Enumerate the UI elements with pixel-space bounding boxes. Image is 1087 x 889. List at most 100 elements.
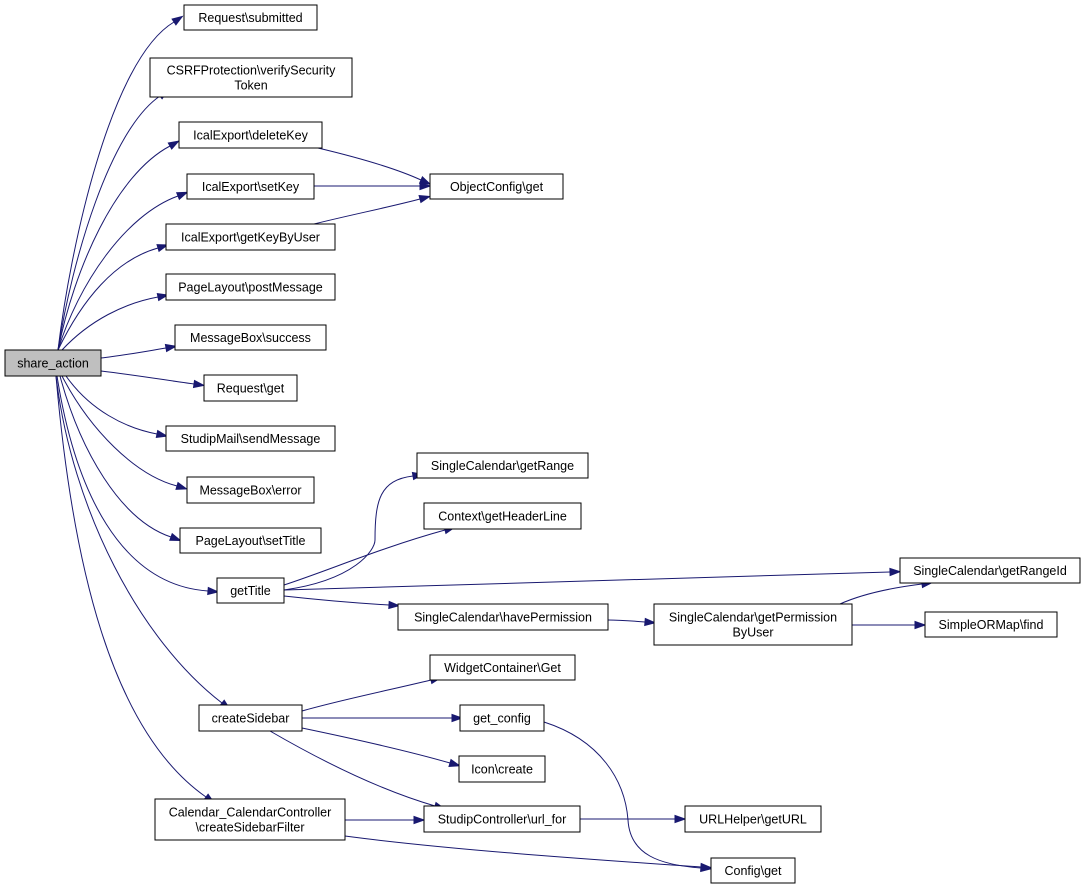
edge-share_action-to-gettitle xyxy=(56,375,220,596)
edge-line xyxy=(301,679,432,712)
edge-arrowhead xyxy=(700,862,713,872)
node-label: SingleCalendar\havePermission xyxy=(414,611,592,625)
node-label: ByUser xyxy=(733,626,774,640)
node-box xyxy=(429,173,564,200)
node-box xyxy=(154,798,346,841)
node-icon-create[interactable]: Icon\create xyxy=(458,755,546,783)
node-cal-filter[interactable]: Calendar_CalendarController\createSideba… xyxy=(154,798,346,841)
node-label: SingleCalendar\getRange xyxy=(431,459,574,473)
edge-arrowhead xyxy=(156,293,170,302)
node-label: Calendar_CalendarController xyxy=(169,806,332,820)
edge-sc_getperm-to-orm_find xyxy=(852,620,927,630)
edge-arrowhead xyxy=(169,532,182,542)
node-wc-get[interactable]: WidgetContainer\Get xyxy=(429,654,576,681)
edge-line xyxy=(59,375,172,538)
node-ical-getkey[interactable]: IcalExport\getKeyByUser xyxy=(165,223,336,251)
node-sc-haveperm[interactable]: SingleCalendar\havePermission xyxy=(397,603,609,631)
node-sc-urlfor[interactable]: StudipController\url_for xyxy=(423,805,581,833)
edge-gettitle-to-sc_haveperm xyxy=(283,595,401,610)
node-label: getTitle xyxy=(230,584,271,598)
node-box xyxy=(684,805,822,833)
edge-arrowhead xyxy=(171,15,184,26)
node-sc-rangeid[interactable]: SingleCalendar\getRangeId xyxy=(899,557,1081,584)
edge-createsidebar-to-sc_urlfor xyxy=(269,730,447,810)
node-label: Request\get xyxy=(217,382,285,396)
node-get-config[interactable]: get_config xyxy=(459,704,545,732)
node-box xyxy=(416,452,589,479)
edge-arrowhead xyxy=(889,567,902,577)
node-label: PageLayout\postMessage xyxy=(178,281,323,295)
edge-line xyxy=(283,595,390,606)
node-ical-set[interactable]: IcalExport\setKey xyxy=(186,173,315,200)
edge-line xyxy=(57,247,159,351)
node-ical-delete[interactable]: IcalExport\deleteKey xyxy=(178,121,323,149)
node-box xyxy=(149,57,353,98)
edge-line xyxy=(61,296,159,351)
node-mb-success[interactable]: MessageBox\success xyxy=(174,324,327,351)
node-box xyxy=(423,502,582,530)
edge-arrowhead xyxy=(192,379,206,389)
edge-ical_set-to-objcfg_get xyxy=(314,181,432,191)
edge-gettitle-to-sc_rangeid xyxy=(283,567,902,591)
node-box xyxy=(899,557,1081,584)
edge-line xyxy=(65,375,158,435)
node-ctx-header[interactable]: Context\getHeaderLine xyxy=(423,502,582,530)
edge-share_action-to-stud_mail xyxy=(65,375,169,438)
node-box xyxy=(4,349,102,377)
edge-share_action-to-req_submitted xyxy=(57,15,184,351)
node-label: ObjectConfig\get xyxy=(450,180,544,194)
edge-sc_urlfor-to-url_geturl xyxy=(580,814,687,824)
edge-cal_filter-to-config_get xyxy=(344,835,713,872)
edge-arrowhead xyxy=(413,815,426,825)
edge-line xyxy=(100,370,195,385)
node-box xyxy=(165,425,336,452)
node-label: PageLayout\setTitle xyxy=(195,534,305,548)
edge-createsidebar-to-get_config xyxy=(302,713,464,723)
edge-share_action-to-pl_post xyxy=(61,293,170,351)
node-gettitle[interactable]: getTitle xyxy=(216,577,285,604)
node-req-submitted[interactable]: Request\submitted xyxy=(183,4,318,31)
node-config-get[interactable]: Config\get xyxy=(710,857,796,884)
edge-arrowhead xyxy=(418,175,432,185)
node-req-get[interactable]: Request\get xyxy=(203,374,298,402)
node-sc-range[interactable]: SingleCalendar\getRange xyxy=(416,452,589,479)
node-pl-settitle[interactable]: PageLayout\setTitle xyxy=(179,527,322,554)
node-orm-find[interactable]: SimpleORMap\find xyxy=(924,611,1058,638)
node-objcfg-get[interactable]: ObjectConfig\get xyxy=(429,173,564,200)
node-layer: share_action Request\submittedCSRFProtect… xyxy=(4,4,1081,884)
edge-arrowhead xyxy=(167,140,181,150)
node-mb-error[interactable]: MessageBox\error xyxy=(186,476,315,504)
node-label: MessageBox\error xyxy=(199,484,301,498)
node-share-action[interactable]: share_action xyxy=(4,349,102,377)
edge-line xyxy=(55,375,223,704)
node-label: IcalExport\deleteKey xyxy=(193,129,308,143)
node-label: MessageBox\success xyxy=(190,331,311,345)
node-label: IcalExport\setKey xyxy=(202,180,300,194)
edge-arrowhead xyxy=(419,181,432,191)
edge-share_action-to-mb_error xyxy=(61,375,189,490)
node-box xyxy=(186,173,315,200)
node-box xyxy=(397,603,609,631)
node-label: Request\submitted xyxy=(198,11,302,25)
node-url-geturl[interactable]: URLHelper\getURL xyxy=(684,805,822,833)
node-label: share_action xyxy=(17,357,89,371)
node-box xyxy=(198,704,303,732)
node-createsidebar[interactable]: createSidebar xyxy=(198,704,303,732)
node-pl-post[interactable]: PageLayout\postMessage xyxy=(165,273,336,301)
edge-line xyxy=(57,95,161,351)
edge-line xyxy=(269,730,436,807)
node-box xyxy=(178,121,323,149)
edge-ical_delete-to-objcfg_get xyxy=(317,147,432,185)
edge-arrowhead xyxy=(451,713,464,723)
edge-createsidebar-to-icon_create xyxy=(301,727,462,767)
node-box xyxy=(179,527,322,554)
node-label: WidgetContainer\Get xyxy=(444,661,561,675)
node-label: StudipController\url_for xyxy=(438,813,567,827)
edge-createsidebar-to-wc_get xyxy=(301,676,443,712)
node-box xyxy=(165,273,336,301)
node-label: Config\get xyxy=(725,864,783,878)
node-stud-mail[interactable]: StudipMail\sendMessage xyxy=(165,425,336,452)
